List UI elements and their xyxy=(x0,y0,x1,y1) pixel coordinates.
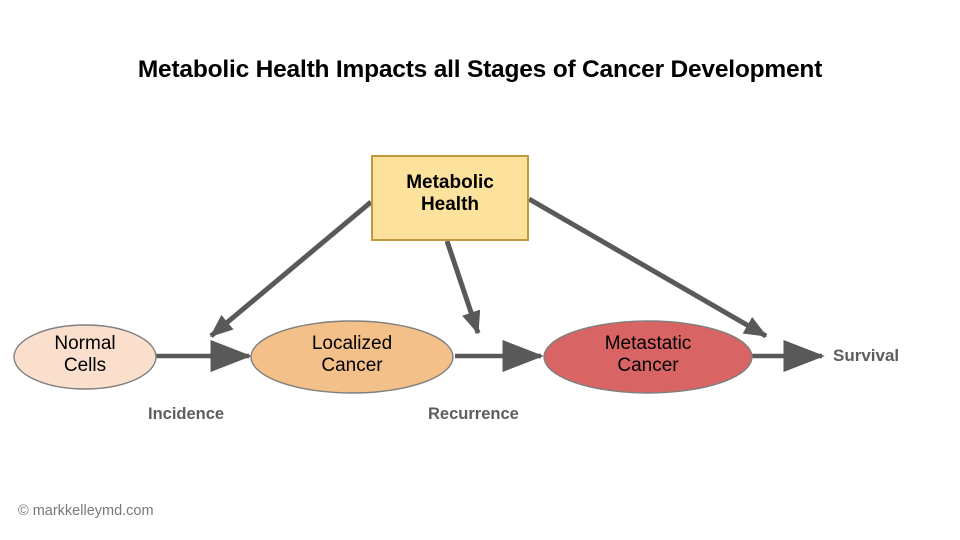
watermark-credit: © markkelleymd.com xyxy=(18,503,154,519)
node-metastatic-cancer[interactable] xyxy=(543,320,753,394)
arrow-metabolic-to-survival xyxy=(527,196,768,339)
node-localized-cancer[interactable] xyxy=(250,320,454,394)
stage-label-recurrence: Recurrence xyxy=(428,405,519,423)
stage-label-incidence: Incidence xyxy=(148,405,225,423)
node-normal-cells[interactable] xyxy=(13,324,157,390)
arrow-metabolic-to-recurrence xyxy=(444,240,481,335)
arrow-metabolic-to-incidence xyxy=(209,200,373,338)
outcome-label-survival: Survival xyxy=(833,346,900,365)
page-title: Metabolic Health Impacts all Stages of C… xyxy=(137,56,823,83)
node-metabolic-health[interactable] xyxy=(371,155,529,241)
